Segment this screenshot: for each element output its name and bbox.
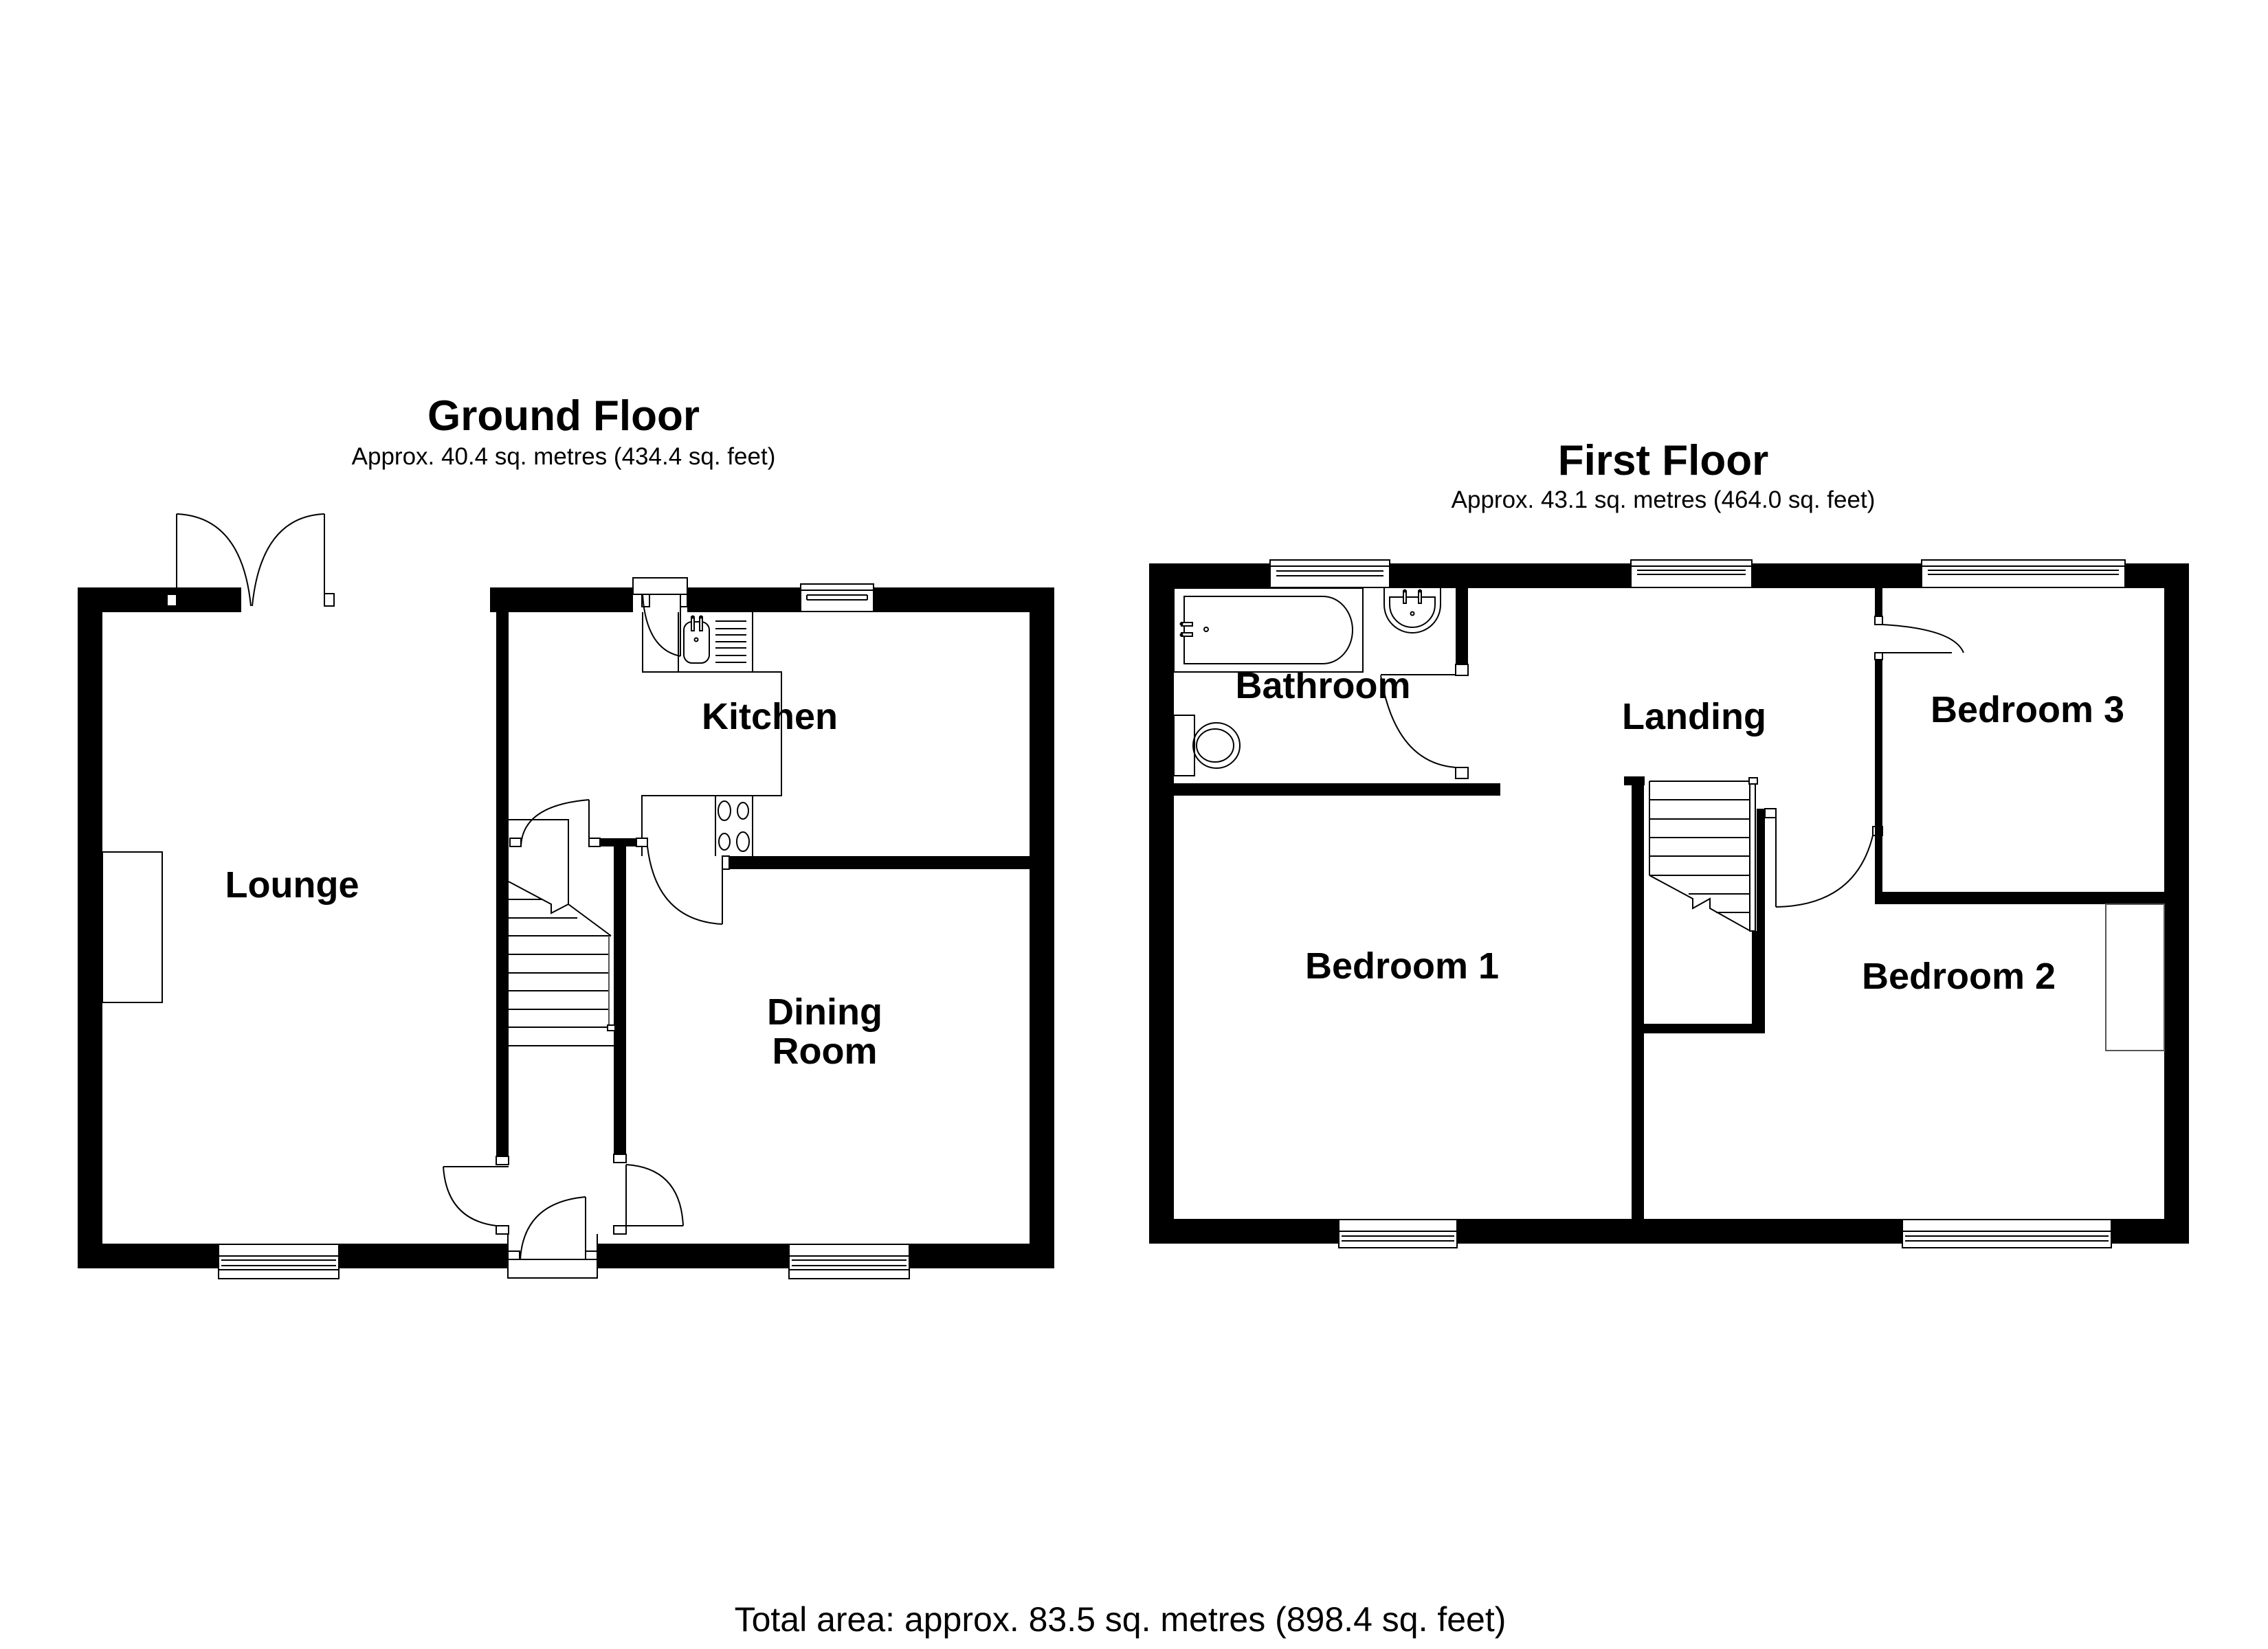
door-post [166,594,177,607]
window-icon [788,1244,910,1279]
lounge-top-wall-left [78,587,241,612]
kitchen-sink-icon [683,615,746,664]
stair-bottom-wall [1644,1024,1765,1033]
french-doors-icon [176,513,325,607]
hall-kitchen-door-icon [509,799,590,847]
bathroom-right-wall [1456,588,1468,664]
basin-icon [1383,588,1441,633]
staircase-icon [1649,777,1758,932]
dining-bottom-wall-left [597,1244,789,1268]
room-label-lounge: Lounge [225,864,359,906]
ff-bottom-wall-2 [1457,1219,1902,1244]
window-icon [1630,559,1753,588]
room-label-dining: Dining Room [742,993,907,1070]
ff-left-wall [1149,563,1174,1244]
ground-floor-area: Approx. 40.4 sq. metres (434.4 sq. feet) [351,443,776,470]
first-floor-title: First Floor [1557,437,1769,484]
lounge-bottom-wall-left [78,1244,219,1268]
bedroom3-door-icon [1882,624,1964,653]
kitchen-top-wall-mid [687,587,801,612]
kitchen-back-door-icon [632,577,688,657]
bedroom3-left-wall [1875,660,1882,900]
ff-top-wall-3 [1752,563,1922,588]
room-label-bathroom: Bathroom [1235,665,1411,706]
first-floor-area: Approx. 43.1 sq. metres (464.0 sq. feet) [1451,486,1876,513]
first-floor-plan [1149,559,2189,1248]
room-label-kitchen: Kitchen [701,696,838,737]
wardrobe [2105,904,2165,1051]
kitchen-dining-door-icon [647,846,723,925]
room-label-dining-line2: Room [772,1030,878,1072]
window-icon [1902,1219,2112,1248]
bathroom-bottom-wall [1174,783,1500,796]
window-icon [800,583,874,612]
staircase-icon [508,819,620,1046]
kitchen-worktop-outline [641,612,782,856]
bathroom-door-icon [1380,675,1456,768]
hall-top-wall [600,838,636,846]
ff-bottom-wall-3 [2111,1219,2189,1244]
kitchen-top-wall-right [873,587,1054,612]
room-label-landing: Landing [1622,696,1766,737]
bedroom2-door-icon [1775,818,1883,908]
hob-icon [715,796,753,856]
kitchen-dining-wall [729,856,1030,869]
total-area: Total area: approx. 83.5 sq. metres (898… [734,1600,1507,1639]
porch-inner-doors-icon [443,1164,684,1235]
chimney-breast [102,851,163,1003]
window-icon [218,1244,340,1279]
ff-bottom-wall-1 [1149,1219,1339,1244]
hall-left-wall [496,612,509,1156]
stair-right-wall-lower [1752,931,1765,1033]
room-label-bedroom3: Bedroom 3 [1930,689,2125,730]
bedroom3-bottom-wall [1875,892,2164,904]
window-icon [1269,559,1390,588]
ground-floor-title: Ground Floor [427,392,700,440]
room-label-dining-line1: Dining [767,991,882,1033]
lounge-left-wall [78,587,102,1268]
hall-right-wall [614,846,626,1154]
room-label-bedroom1: Bedroom 1 [1304,945,1500,987]
door-post [324,593,335,607]
kitchen-top-wall-left [490,587,633,612]
ground-floor-plan [78,513,1054,1279]
ff-right-wall [2164,563,2189,1244]
window-icon [1338,1219,1458,1248]
dining-right-wall [1030,587,1054,1268]
ff-top-wall-2 [1390,563,1631,588]
dining-bottom-wall-right [909,1244,1054,1268]
bath-icon [1173,587,1364,673]
lounge-bottom-wall-mid [339,1244,508,1268]
room-label-bedroom2: Bedroom 2 [1861,956,2056,997]
front-door-icon [507,1196,598,1279]
toilet-icon [1173,715,1241,776]
